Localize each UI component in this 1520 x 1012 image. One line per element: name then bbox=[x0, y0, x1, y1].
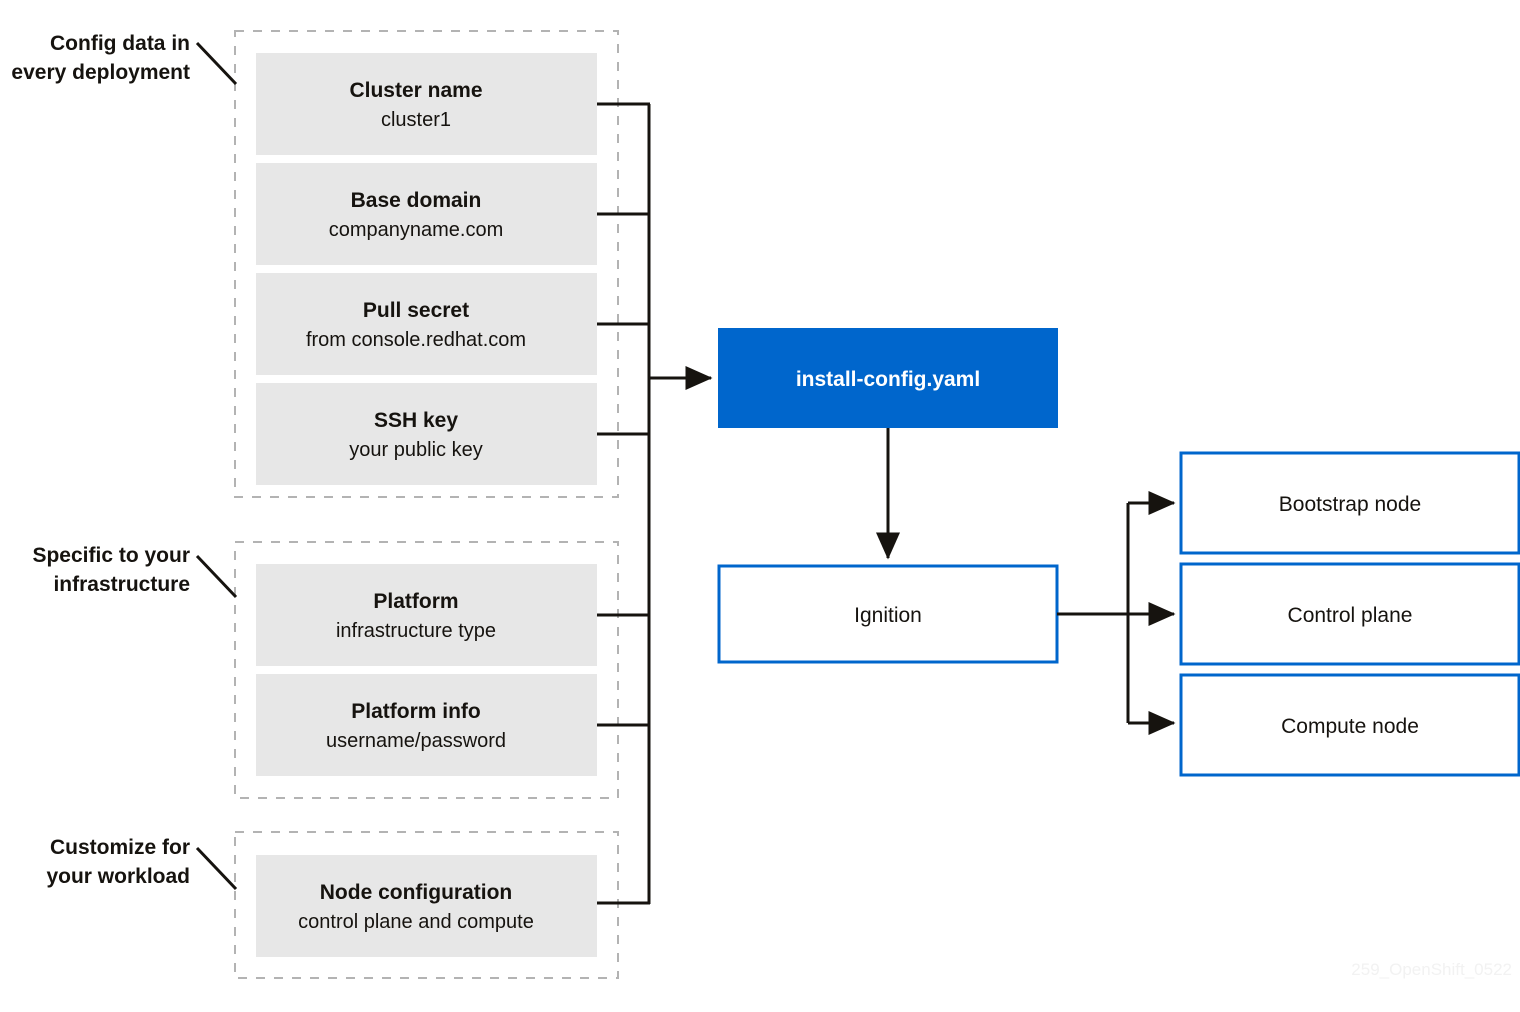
node-control-plane-label: Control plane bbox=[1288, 604, 1413, 627]
config-item-pull-secret-title: Pull secret bbox=[363, 299, 469, 322]
node-bootstrap-label: Bootstrap node bbox=[1279, 493, 1421, 516]
config-item-node-configuration[interactable]: Node configuration control plane and com… bbox=[256, 855, 597, 957]
config-item-platform-title: Platform bbox=[373, 590, 458, 613]
config-item-node-configuration-title: Node configuration bbox=[320, 881, 513, 904]
config-item-base-domain-box[interactable] bbox=[256, 163, 597, 265]
node-compute-label: Compute node bbox=[1281, 715, 1419, 738]
ignition-label: Ignition bbox=[854, 604, 922, 627]
config-item-base-domain[interactable]: Base domain companyname.com bbox=[256, 163, 597, 265]
group-workload-boundary bbox=[234, 831, 619, 979]
group-workload-label-line1: Customize for bbox=[50, 836, 190, 859]
config-to-install-config-connector bbox=[597, 102, 713, 905]
node-compute-rect[interactable] bbox=[1179, 673, 1520, 777]
node-compute[interactable]: Compute node bbox=[1179, 673, 1520, 777]
group-infrastructure: Specific to your infrastructure Platform… bbox=[32, 541, 619, 799]
group-infrastructure-label-line1: Specific to your bbox=[32, 544, 190, 567]
node-control-plane[interactable]: Control plane bbox=[1179, 562, 1520, 666]
watermark-text: 259_OpenShift_0522 bbox=[1351, 960, 1512, 979]
config-item-ssh-key-title: SSH key bbox=[374, 409, 458, 432]
config-item-platform-info-title: Platform info bbox=[351, 700, 481, 723]
group-config-data-label-line1: Config data in bbox=[50, 32, 190, 55]
config-item-pull-secret[interactable]: Pull secret from console.redhat.com bbox=[256, 273, 597, 375]
config-item-ssh-key[interactable]: SSH key your public key bbox=[256, 383, 597, 485]
node-bootstrap-rect[interactable] bbox=[1179, 451, 1520, 555]
config-item-base-domain-subtitle: companyname.com bbox=[329, 219, 504, 241]
config-item-platform-box[interactable] bbox=[256, 564, 597, 666]
group-workload-label-line2: your workload bbox=[46, 865, 190, 888]
config-item-cluster-name-subtitle: cluster1 bbox=[381, 109, 451, 131]
config-item-pull-secret-box[interactable] bbox=[256, 273, 597, 375]
group-infrastructure-label-line2: infrastructure bbox=[53, 573, 190, 596]
install-config-yaml-rect[interactable] bbox=[718, 328, 1058, 428]
config-item-platform[interactable]: Platform infrastructure type bbox=[256, 564, 597, 666]
config-item-platform-subtitle: infrastructure type bbox=[336, 620, 496, 642]
ignition-rect[interactable] bbox=[717, 564, 1059, 664]
config-item-ssh-key-box[interactable] bbox=[256, 383, 597, 485]
group-workload: Customize for your workload Node configu… bbox=[46, 831, 619, 979]
install-config-yaml-box[interactable]: install-config.yaml bbox=[718, 328, 1058, 428]
group-config-data-label-line2: every deployment bbox=[11, 61, 190, 84]
install-config-yaml-label: install-config.yaml bbox=[796, 368, 980, 391]
config-item-platform-info-subtitle: username/password bbox=[326, 730, 506, 752]
config-item-cluster-name-title: Cluster name bbox=[349, 79, 482, 102]
group-config-data-boundary bbox=[234, 30, 619, 498]
config-item-node-configuration-subtitle: control plane and compute bbox=[298, 911, 534, 933]
config-item-pull-secret-subtitle: from console.redhat.com bbox=[306, 329, 526, 351]
group-workload-leader-line bbox=[195, 846, 238, 891]
group-infrastructure-leader-line bbox=[195, 554, 238, 599]
config-item-platform-info[interactable]: Platform info username/password bbox=[256, 674, 597, 776]
ignition-box[interactable]: Ignition bbox=[717, 564, 1059, 664]
config-item-cluster-name-box[interactable] bbox=[256, 53, 597, 155]
config-item-base-domain-title: Base domain bbox=[351, 189, 482, 212]
config-item-node-configuration-box[interactable] bbox=[256, 855, 597, 957]
node-control-plane-rect[interactable] bbox=[1179, 562, 1520, 666]
config-item-platform-info-box[interactable] bbox=[256, 674, 597, 776]
group-infrastructure-boundary bbox=[234, 541, 619, 799]
group-config-data-leader-line bbox=[195, 41, 238, 86]
config-item-ssh-key-subtitle: your public key bbox=[349, 439, 482, 461]
ignition-to-nodes-connector bbox=[1057, 491, 1176, 735]
node-bootstrap[interactable]: Bootstrap node bbox=[1179, 451, 1520, 555]
group-config-data: Config data in every deployment Cluster … bbox=[11, 30, 619, 498]
config-item-cluster-name[interactable]: Cluster name cluster1 bbox=[256, 53, 597, 155]
